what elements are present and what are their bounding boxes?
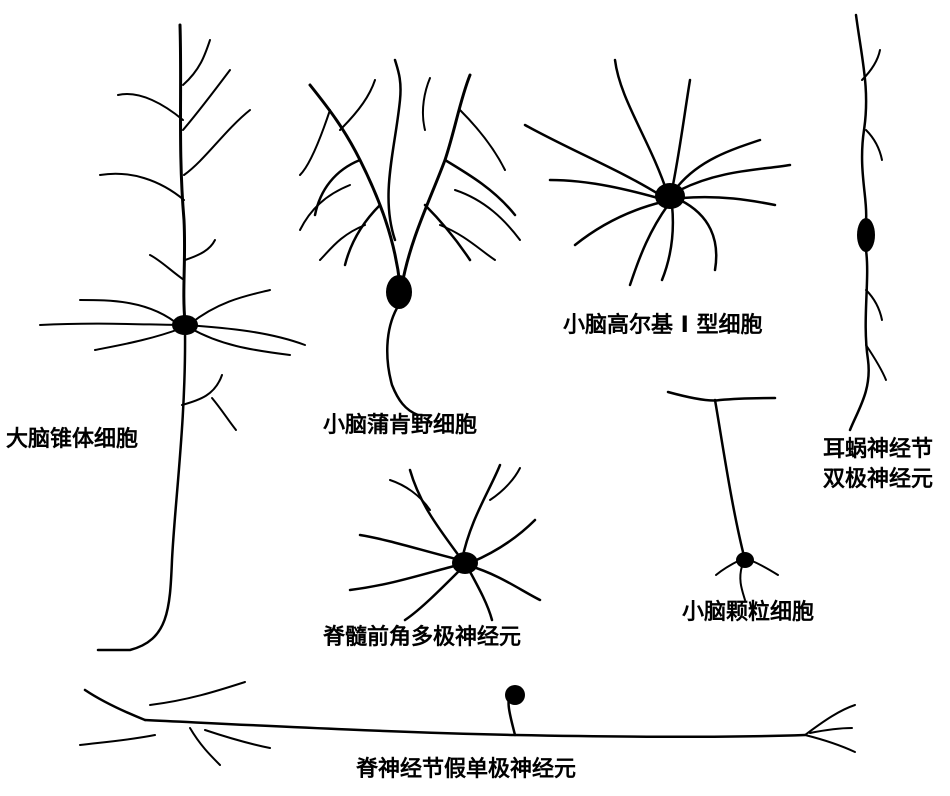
label-purkinje-cell: 小脑蒲肯野细胞 [323, 414, 477, 438]
purkinje-cell-drawing [300, 60, 520, 415]
granule-cell-drawing [668, 392, 778, 600]
pyramidal-cell-drawing [40, 25, 305, 650]
pseudounipolar-drawing [80, 682, 855, 765]
cochlear-bipolar-drawing [850, 15, 886, 430]
label-motor-neuron: 脊髓前角多极神经元 [323, 626, 521, 650]
label-golgi-cell: 小脑高尔基 Ⅰ 型细胞 [563, 314, 763, 338]
label-pseudounipolar-neuron: 脊神经节假单极神经元 [356, 758, 576, 782]
motor-neuron-drawing [350, 465, 540, 620]
label-granule-cell: 小脑颗粒细胞 [682, 601, 814, 625]
label-cochlear-line1: 耳蜗神经节 [823, 438, 933, 462]
golgi-cell-drawing [525, 60, 790, 285]
label-pyramidal-cell: 大脑锥体细胞 [6, 428, 138, 452]
label-cochlear-line2: 双极神经元 [823, 468, 933, 492]
